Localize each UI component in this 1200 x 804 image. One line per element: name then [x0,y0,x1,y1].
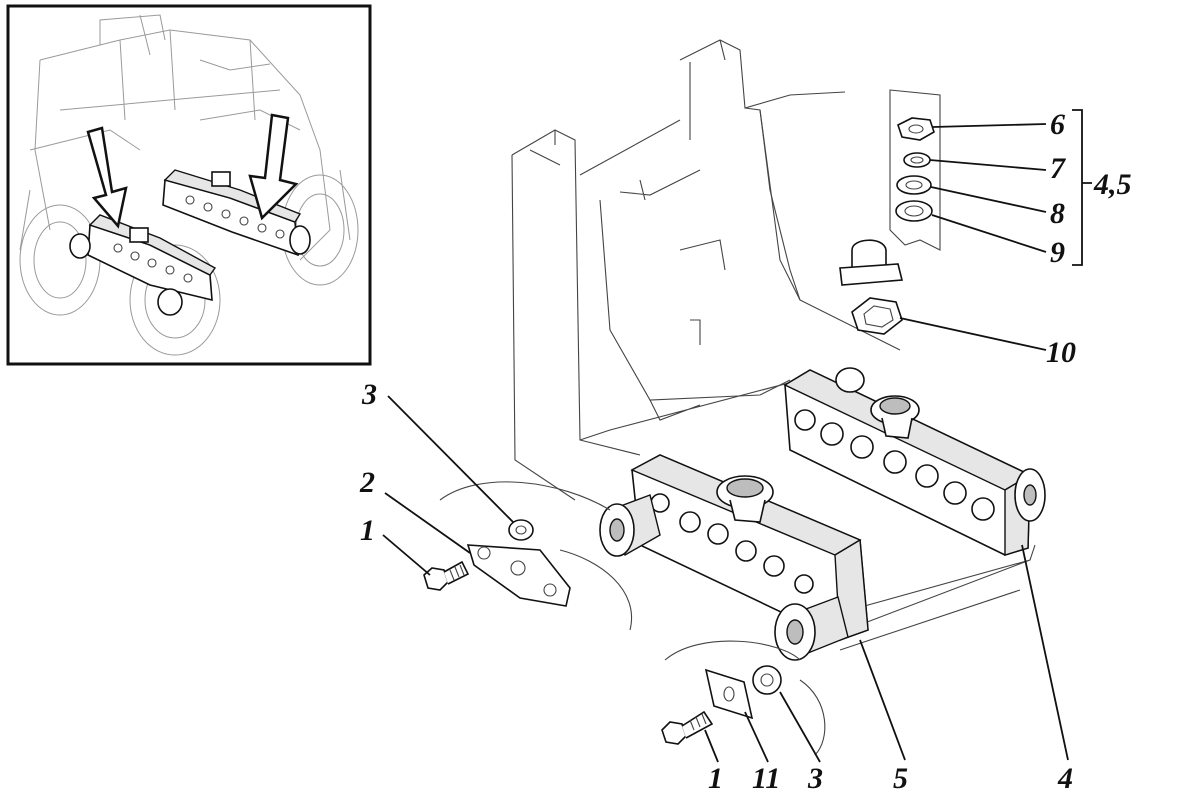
callout-6: 6 [1050,108,1065,141]
callout-2: 2 [359,466,375,499]
beam-4-left-flange [835,367,865,393]
lock-plate-2 [466,544,571,607]
spring-washer-7 [903,152,931,168]
inset-beam-front [69,214,217,316]
bolt-1-top [423,560,470,591]
callout-8: 8 [1050,197,1065,230]
nut-6 [897,117,935,141]
plate-11 [704,668,754,720]
washer-8 [896,175,932,195]
cover-cap [839,239,904,286]
frame-outline [511,39,1036,651]
callout-labels: 3 2 1 1 11 3 5 4 6 7 8 9 4,5 10 [359,108,1132,795]
beam-5-top-housing [716,475,774,523]
callout-1-top: 1 [360,514,375,547]
callout-1-bottom: 1 [708,762,723,795]
inset-machine-sketch [19,14,359,356]
bolt-1-bottom [661,710,714,745]
callout-4-5: 4,5 [1093,168,1132,201]
beam-4-top-housing [870,395,920,439]
washer-3-top [508,519,534,541]
callout-11: 11 [752,762,780,795]
detail-group-left [423,481,633,631]
callout-3-bottom: 3 [807,762,823,795]
balance-beam-5 [599,454,869,661]
beam-5-right-flange [774,596,849,661]
detail-group-right [839,89,941,335]
balance-beam-4 [783,367,1046,556]
callout-3-top: 3 [361,378,377,411]
inset-arrow-right-icon [248,113,299,221]
gasket-10 [851,297,903,335]
callout-7: 7 [1050,152,1066,185]
inset-arrow-left-icon [86,126,128,229]
callout-10: 10 [1046,336,1076,369]
callout-9: 9 [1050,236,1065,269]
beam-5-left-flange [599,494,661,557]
leader-lines [382,109,1092,763]
callout-5: 5 [893,762,908,795]
beam-4-right-flange [1014,468,1046,522]
detail-group-bottom [661,640,826,756]
callout-4: 4 [1057,762,1073,795]
washer-3-bottom [752,665,782,695]
washer-9 [895,200,933,222]
inset-location-view [6,4,372,366]
